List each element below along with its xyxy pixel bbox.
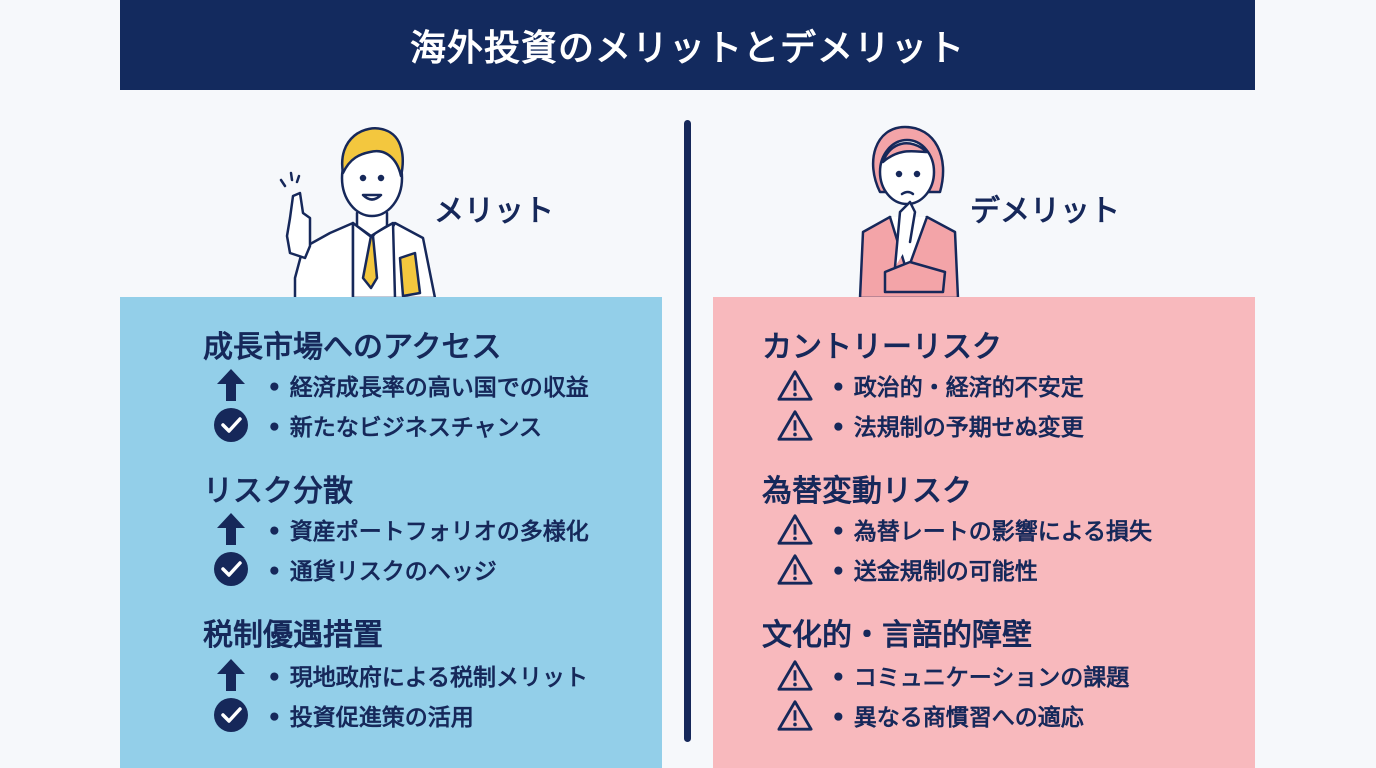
merit-list-item: • 通貨リスクのヘッジ	[213, 551, 497, 587]
demerit-list-item: • 異なる商慣習への適応	[777, 697, 1084, 733]
demerit-list-item: • 為替レートの影響による損失	[777, 511, 1152, 547]
warning-icon	[777, 697, 813, 733]
warning-icon	[777, 367, 813, 403]
title-bar: 海外投資のメリットとデメリット	[120, 0, 1255, 90]
merit-section-heading: 税制優遇措置	[203, 618, 383, 653]
check-circle-icon	[213, 551, 249, 587]
arrow-up-icon	[213, 367, 249, 403]
check-circle-icon	[213, 697, 249, 733]
list-item-text: • 通貨リスクのヘッジ	[267, 559, 497, 585]
arrow-up-icon	[213, 657, 249, 693]
merit-panel	[120, 297, 662, 768]
page-title: 海外投資のメリットとデメリット	[409, 28, 965, 69]
list-item-text: • 異なる商慣習への適応	[831, 705, 1084, 731]
list-item-text: • 投資促進策の活用	[267, 705, 474, 731]
merit-list-item: • 経済成長率の高い国での収益	[213, 367, 589, 403]
merit-list-item: • 新たなビジネスチャンス	[213, 407, 542, 443]
list-item-text: • 資産ポートフォリオの多様化	[267, 519, 589, 545]
center-divider	[684, 120, 691, 742]
merit-section-heading: 成長市場へのアクセス	[203, 330, 502, 365]
list-item-text: • 新たなビジネスチャンス	[267, 415, 543, 441]
merit-list-item: • 投資促進策の活用	[213, 697, 474, 733]
warning-icon	[777, 657, 813, 693]
list-item-text: • 法規制の予期せぬ変更	[831, 415, 1084, 441]
list-item-text: • 送金規制の可能性	[831, 559, 1038, 585]
list-item-text: • 政治的・経済的不安定	[831, 375, 1084, 401]
businesswoman-worried-illustration	[858, 125, 960, 298]
merit-list-item: • 現地政府による税制メリット	[213, 657, 588, 693]
demerit-section-heading: 文化的・言語的障壁	[762, 618, 1032, 653]
demerit-label: デメリット	[970, 194, 1120, 229]
warning-icon	[777, 511, 813, 547]
list-item-text: • コミュニケーションの課題	[831, 665, 1130, 691]
demerit-list-item: • コミュニケーションの課題	[777, 657, 1129, 693]
demerit-list-item: • 法規制の予期せぬ変更	[777, 407, 1084, 443]
demerit-section-heading: 為替変動リスク	[762, 474, 972, 509]
warning-icon	[777, 551, 813, 587]
demerit-section-heading: カントリーリスク	[762, 330, 1002, 365]
demerit-list-item: • 政治的・経済的不安定	[777, 367, 1084, 403]
merit-section-heading: リスク分散	[203, 474, 353, 509]
warning-icon	[777, 407, 813, 443]
businessman-thumbs-up-illustration	[279, 127, 437, 298]
list-item-text: • 為替レートの影響による損失	[831, 519, 1153, 545]
merit-label: メリット	[434, 194, 554, 229]
list-item-text: • 現地政府による税制メリット	[267, 665, 589, 691]
check-circle-icon	[213, 407, 249, 443]
demerit-list-item: • 送金規制の可能性	[777, 551, 1038, 587]
arrow-up-icon	[213, 511, 249, 547]
list-item-text: • 経済成長率の高い国での収益	[267, 375, 589, 401]
merit-list-item: • 資産ポートフォリオの多様化	[213, 511, 589, 547]
